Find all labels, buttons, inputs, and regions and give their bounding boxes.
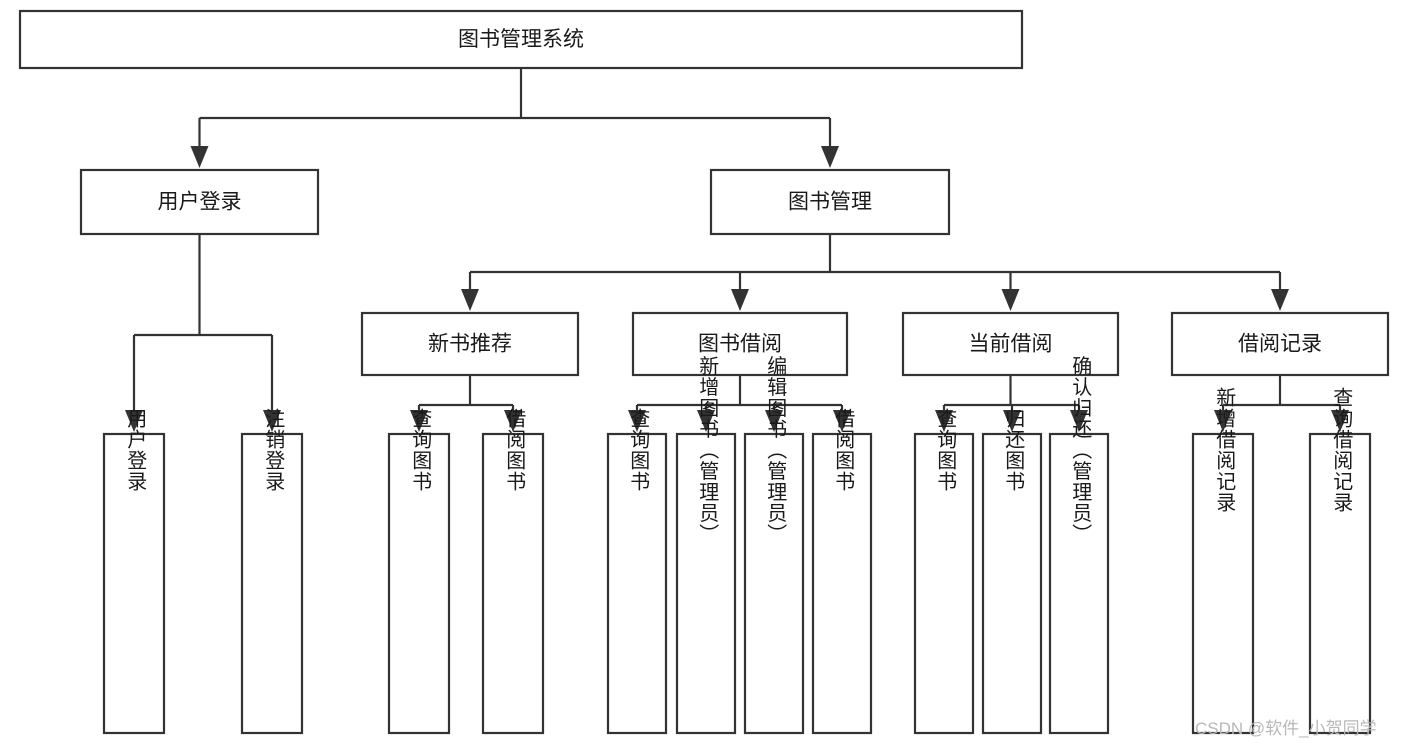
arrow-to-leaf-query-record (1331, 410, 1349, 432)
node-leaf-user-login-label: 用户登录 (124, 408, 147, 492)
node-leaf-return-book[interactable]: 归还图书 (981, 408, 1043, 735)
node-book-manage[interactable]: 图书管理 (709, 168, 951, 236)
arrow-to-leaf-edit-book (765, 410, 783, 432)
nodes-layer: 图书管理系统用户登录图书管理新书推荐图书借阅当前借阅借阅记录用户登录注销登录查询… (18, 9, 1390, 735)
node-borrow-record-box[interactable] (1170, 311, 1390, 377)
node-leaf-query-book-3[interactable]: 查询图书 (913, 408, 975, 735)
node-leaf-query-record-box[interactable] (1308, 432, 1372, 735)
node-user-login-box[interactable] (79, 168, 320, 236)
node-leaf-confirm-return-box[interactable] (1048, 432, 1110, 735)
node-root-box[interactable] (18, 9, 1024, 70)
node-leaf-user-login[interactable]: 用户登录 (102, 408, 166, 735)
node-leaf-user-login-box[interactable] (102, 432, 166, 735)
node-leaf-query-record[interactable]: 查询借阅记录 (1308, 387, 1372, 735)
node-leaf-add-record-box[interactable] (1191, 432, 1255, 735)
arrow-to-book-manage (821, 146, 839, 168)
csdn-watermark: CSDN @软件_小贺同学 (1195, 719, 1377, 738)
node-borrow-record-label: 借阅记录 (1238, 333, 1322, 356)
node-leaf-add-record-label: 新增借阅记录 (1213, 387, 1236, 513)
arrow-to-leaf-add-record (1214, 410, 1232, 432)
arrow-to-leaf-query-book-1 (410, 410, 428, 432)
node-book-manage-box[interactable] (709, 168, 951, 236)
arrow-to-new-book-rec (461, 289, 479, 311)
arrow-to-leaf-user-logout (263, 410, 281, 432)
node-leaf-add-record[interactable]: 新增借阅记录 (1191, 387, 1255, 735)
node-leaf-query-book-1[interactable]: 查询图书 (387, 408, 451, 735)
node-leaf-user-logout-label: 注销登录 (262, 408, 285, 492)
node-current-borrow-box[interactable] (901, 311, 1120, 377)
node-leaf-query-book-3-box[interactable] (913, 432, 975, 735)
node-leaf-borrow-book-2-label: 借阅图书 (832, 408, 855, 492)
node-current-borrow-label: 当前借阅 (969, 333, 1053, 356)
node-leaf-borrow-book-2-box[interactable] (811, 432, 873, 735)
node-leaf-confirm-return[interactable]: 确认归还（管理员） (1048, 355, 1110, 735)
node-leaf-edit-book-box[interactable] (743, 432, 805, 735)
node-leaf-confirm-return-label: 确认归还（管理员） (1069, 355, 1092, 544)
node-leaf-query-book-3-label: 查询图书 (934, 408, 957, 492)
node-leaf-add-book-box[interactable] (675, 432, 737, 735)
node-leaf-query-book-1-label: 查询图书 (409, 408, 432, 492)
node-leaf-query-record-label: 查询借阅记录 (1330, 387, 1353, 513)
node-leaf-user-logout[interactable]: 注销登录 (240, 408, 304, 735)
node-leaf-return-book-label: 归还图书 (1002, 408, 1025, 492)
node-new-book-rec-box[interactable] (360, 311, 580, 377)
node-book-borrow-label: 图书借阅 (698, 333, 782, 356)
node-book-borrow[interactable]: 图书借阅 (631, 311, 849, 377)
node-leaf-borrow-book-1-label: 借阅图书 (503, 408, 526, 492)
node-leaf-borrow-book-1[interactable]: 借阅图书 (481, 408, 545, 735)
node-user-login[interactable]: 用户登录 (79, 168, 320, 236)
node-leaf-edit-book-label: 编辑图书（管理员） (764, 355, 787, 544)
node-current-borrow[interactable]: 当前借阅 (901, 311, 1120, 377)
arrow-to-book-borrow (731, 289, 749, 311)
connectors-layer (125, 68, 1349, 432)
arrow-to-leaf-borrow-book-2 (833, 410, 851, 432)
node-leaf-edit-book[interactable]: 编辑图书（管理员） (743, 355, 805, 735)
node-root[interactable]: 图书管理系统 (18, 9, 1024, 70)
node-new-book-rec[interactable]: 新书推荐 (360, 311, 580, 377)
node-leaf-query-book-1-box[interactable] (387, 432, 451, 735)
node-leaf-query-book-2[interactable]: 查询图书 (606, 408, 668, 735)
node-leaf-query-book-2-box[interactable] (606, 432, 668, 735)
arrow-to-current-borrow (1001, 289, 1020, 311)
node-leaf-query-book-2-label: 查询图书 (627, 408, 650, 492)
node-leaf-return-book-box[interactable] (981, 432, 1043, 735)
node-new-book-rec-label: 新书推荐 (428, 333, 512, 356)
node-leaf-borrow-book-1-box[interactable] (481, 432, 545, 735)
arrow-to-leaf-return-book (1003, 410, 1021, 432)
node-borrow-record[interactable]: 借阅记录 (1170, 311, 1390, 377)
arrow-to-user-login (190, 146, 209, 168)
node-leaf-add-book-label: 新增图书（管理员） (696, 355, 719, 544)
node-root-label: 图书管理系统 (458, 28, 584, 51)
arrow-to-leaf-add-book (697, 410, 715, 432)
node-leaf-user-logout-box[interactable] (240, 432, 304, 735)
arrow-to-leaf-query-book-3 (935, 410, 953, 432)
node-book-manage-label: 图书管理 (788, 191, 872, 214)
arrow-to-leaf-confirm-return (1070, 410, 1088, 432)
arrow-to-borrow-record (1271, 289, 1289, 311)
node-book-borrow-box[interactable] (631, 311, 849, 377)
arrow-to-leaf-query-book-2 (628, 410, 646, 432)
node-user-login-label: 用户登录 (158, 191, 242, 214)
arrow-to-leaf-user-login (125, 410, 143, 432)
arrow-to-leaf-borrow-book-1 (504, 410, 522, 432)
node-leaf-add-book[interactable]: 新增图书（管理员） (675, 355, 737, 735)
node-leaf-borrow-book-2[interactable]: 借阅图书 (811, 408, 873, 735)
